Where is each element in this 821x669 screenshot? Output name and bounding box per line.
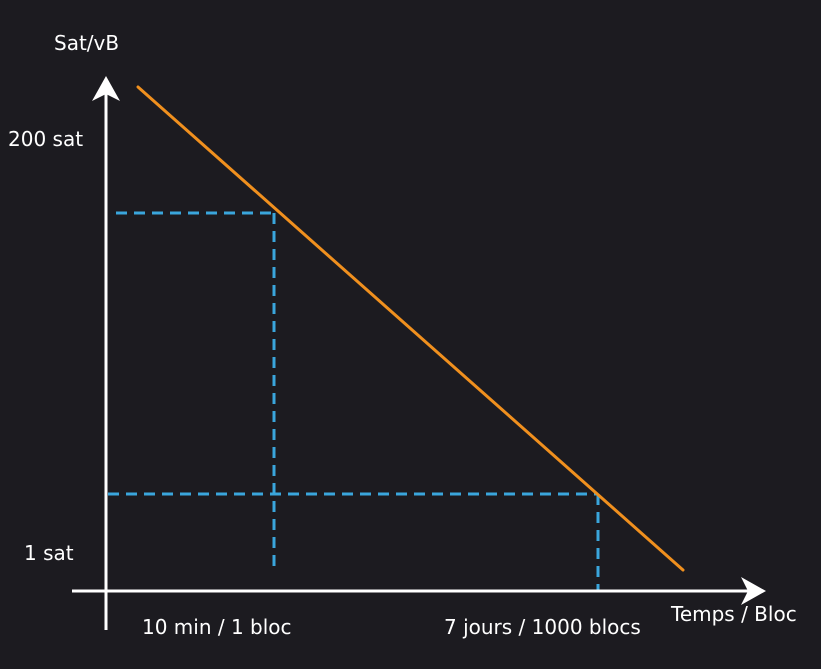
guide-lines [108,211,600,592]
x-label-near: 10 min / 1 bloc [142,615,292,639]
y-label-low: 1 sat [24,541,74,565]
y-axis-arrowhead [92,76,120,101]
y-axis-title: Sat/vB [54,31,119,55]
axes [72,92,752,630]
x-axis-title: Temps / Bloc [670,602,797,626]
y-label-high: 200 sat [8,127,83,151]
x-axis-arrowhead [741,577,766,605]
fee-line [136,85,685,572]
x-label-far: 7 jours / 1000 blocs [444,615,641,639]
